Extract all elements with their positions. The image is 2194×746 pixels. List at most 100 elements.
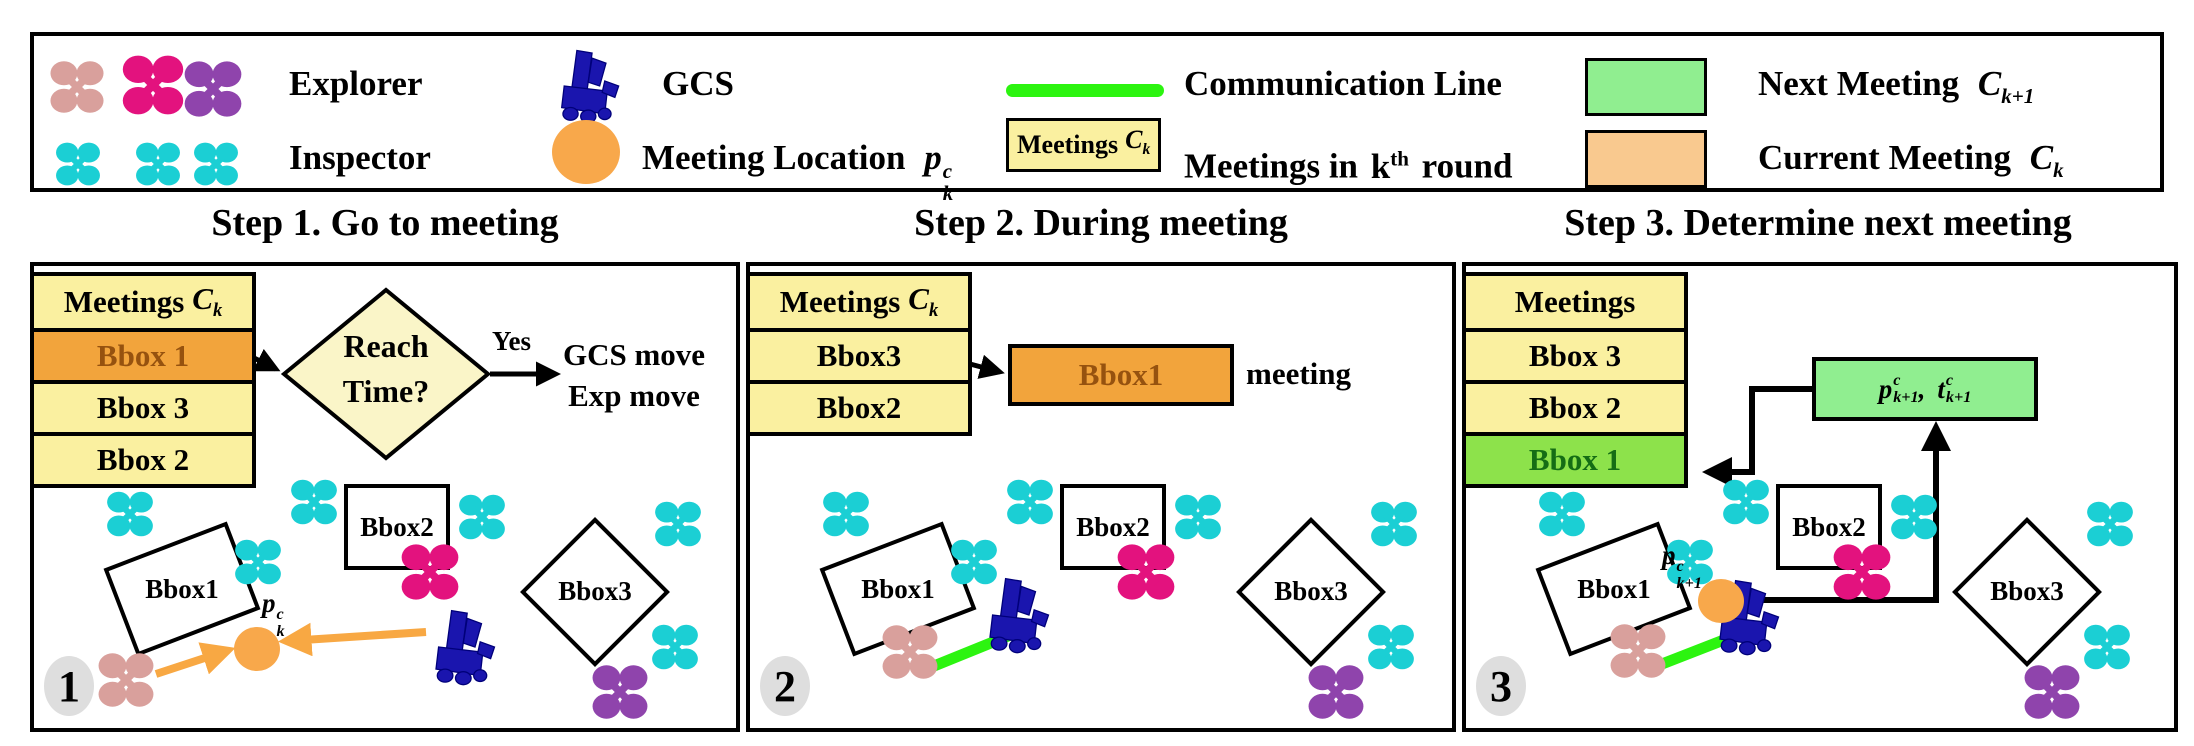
table-header-text: Meetings <box>63 284 185 319</box>
bbox1-label: Bbox1 <box>861 573 935 604</box>
meetings-minibox-text: Meetings <box>1017 130 1119 160</box>
explorer-label: Explorer <box>289 64 423 103</box>
yes-label: Yes <box>492 326 531 356</box>
communication-line-label: Communication Line <box>1184 64 1502 103</box>
gcs-robot-icon <box>977 576 1055 654</box>
inspector-drone-icon <box>289 477 339 527</box>
inspector-drone-icon <box>650 622 700 672</box>
table-row: Bbox 2 <box>1466 380 1684 432</box>
step1-badge: 1 <box>44 656 94 716</box>
bbox2-label: Bbox2 <box>1076 511 1150 542</box>
c-cur-symbol: Ck <box>192 281 223 322</box>
current-meeting-text: Current Meeting <box>1758 138 2012 177</box>
current-meeting-swatch <box>1585 130 1707 188</box>
explorer-drone-pink-icon <box>880 622 940 682</box>
inspector-drone-icon <box>1366 622 1416 672</box>
legend-box: Explorer Inspector GCS Meeting Location … <box>30 32 2164 205</box>
table-row: Bbox 3 <box>34 380 252 432</box>
inspector-drone-icon <box>1537 489 1587 539</box>
meetings-minibox: Meetings Ck <box>1006 118 1162 173</box>
step2-title: Step 2. During meeting <box>914 202 1288 244</box>
inspector-drone-icon <box>1889 492 1939 542</box>
table-row-next: Bbox 1 <box>1466 432 1684 484</box>
table-row: Bbox3 <box>750 328 968 380</box>
explorer-to-meeting-arrow <box>154 642 236 678</box>
c-cur-symbol: Ck <box>2029 138 2064 182</box>
step2-panel: Meetings Ck Bbox3 Bbox2 Bbox1 meeting Bb… <box>746 262 1456 732</box>
reach-time-label: Reach Time? <box>311 324 461 414</box>
table-row: Bbox2 <box>750 380 968 432</box>
explorer-drone-pink-icon <box>96 650 156 710</box>
inspector-drone-icon <box>1369 499 1419 549</box>
gcs-label: GCS <box>662 64 734 103</box>
next-meeting-text: Next Meeting <box>1758 64 1960 103</box>
gcs-robot-icon <box>423 608 501 686</box>
table-row: Bbox 3 <box>1466 328 1684 380</box>
current-meeting-box: Bbox1 <box>1008 344 1234 406</box>
k-th-symbol: kth <box>1370 146 1409 186</box>
reach-time-line2: Time? <box>342 373 430 409</box>
c-cur-symbol: Ck <box>1125 125 1151 159</box>
table-header: Meetings Ck <box>34 276 252 328</box>
step2-meetings-table: Meetings Ck Bbox3 Bbox2 <box>746 272 972 436</box>
meetings-round-prefix: Meetings in <box>1184 146 1359 186</box>
inspector-drone-icon <box>653 499 703 549</box>
step1-meetings-table: Meetings Ck Bbox 1 Bbox 3 Bbox 2 <box>30 272 256 488</box>
inspector-drone-icon <box>233 537 283 587</box>
explorer-drone-purple-icon <box>590 662 650 722</box>
bbox3-label: Bbox3 <box>1274 576 1348 606</box>
explorer-drone-magenta-icon <box>1115 541 1177 603</box>
step2-badge: 2 <box>760 656 810 716</box>
table-to-diamond-arrow <box>252 348 281 372</box>
c-cur-symbol: Ck <box>908 281 939 322</box>
inspector-drone-icon <box>457 492 507 542</box>
bbox1-label: Bbox1 <box>145 573 219 604</box>
explorer-drone-pink-icon <box>1608 621 1668 681</box>
outcome-label: GCS move Exp move <box>534 334 734 416</box>
next-meeting-swatch <box>1585 58 1707 116</box>
table-row-current: Bbox 1 <box>34 328 252 380</box>
table-header: Meetings <box>1466 276 1684 328</box>
table-header-text: Meetings <box>779 284 901 319</box>
meetings-round-label: Meetings in kth round <box>1184 136 1512 189</box>
meetings-round-suffix: round <box>1421 146 1513 186</box>
reach-time-line1: Reach <box>343 328 429 364</box>
meeting-location-icon <box>552 120 620 184</box>
inspector-drone-icon <box>1173 492 1223 542</box>
table-header: Meetings Ck <box>750 276 968 328</box>
table-to-meeting-arrow <box>969 354 1005 379</box>
inspector-drone-icon <box>2082 622 2132 672</box>
gcs-to-meeting-arrow <box>277 622 427 657</box>
inspector-drone-icon <box>1721 477 1771 527</box>
inspector-drone-icon <box>192 140 240 188</box>
inspector-drone-icon <box>54 140 102 188</box>
nextbox-to-table-arrow <box>1702 386 1812 487</box>
table-row: Bbox 2 <box>34 432 252 484</box>
bbox1-label: Bbox1 <box>1577 573 1651 604</box>
meeting-location-text: Meeting Location <box>642 138 906 177</box>
step1-title: Step 1. Go to meeting <box>211 202 559 244</box>
bbox3-label: Bbox3 <box>1990 576 2064 606</box>
current-meeting-label: Current Meeting Ck <box>1758 136 2064 192</box>
communication-line-icon <box>1006 84 1164 97</box>
gcs-robot-icon <box>549 44 625 128</box>
explorer-drone-pink-icon <box>48 58 106 116</box>
outcome-line2: Exp move <box>568 378 700 413</box>
inspector-drone-icon <box>134 140 182 188</box>
inspector-drone-icon <box>105 489 155 539</box>
outcome-line1: GCS move <box>562 337 706 372</box>
next-meeting-label: Next Meeting Ck+1 <box>1758 62 2034 118</box>
c-next-symbol: Ck+1 <box>1977 64 2035 108</box>
bbox2-region: Bbox2 <box>344 484 450 570</box>
explorer-drone-magenta-icon <box>120 52 186 118</box>
meeting-point <box>234 627 280 671</box>
bbox2-label: Bbox2 <box>1792 511 1866 542</box>
bbox2-label: Bbox2 <box>360 511 434 542</box>
explorer-drone-magenta-icon <box>1831 541 1893 603</box>
